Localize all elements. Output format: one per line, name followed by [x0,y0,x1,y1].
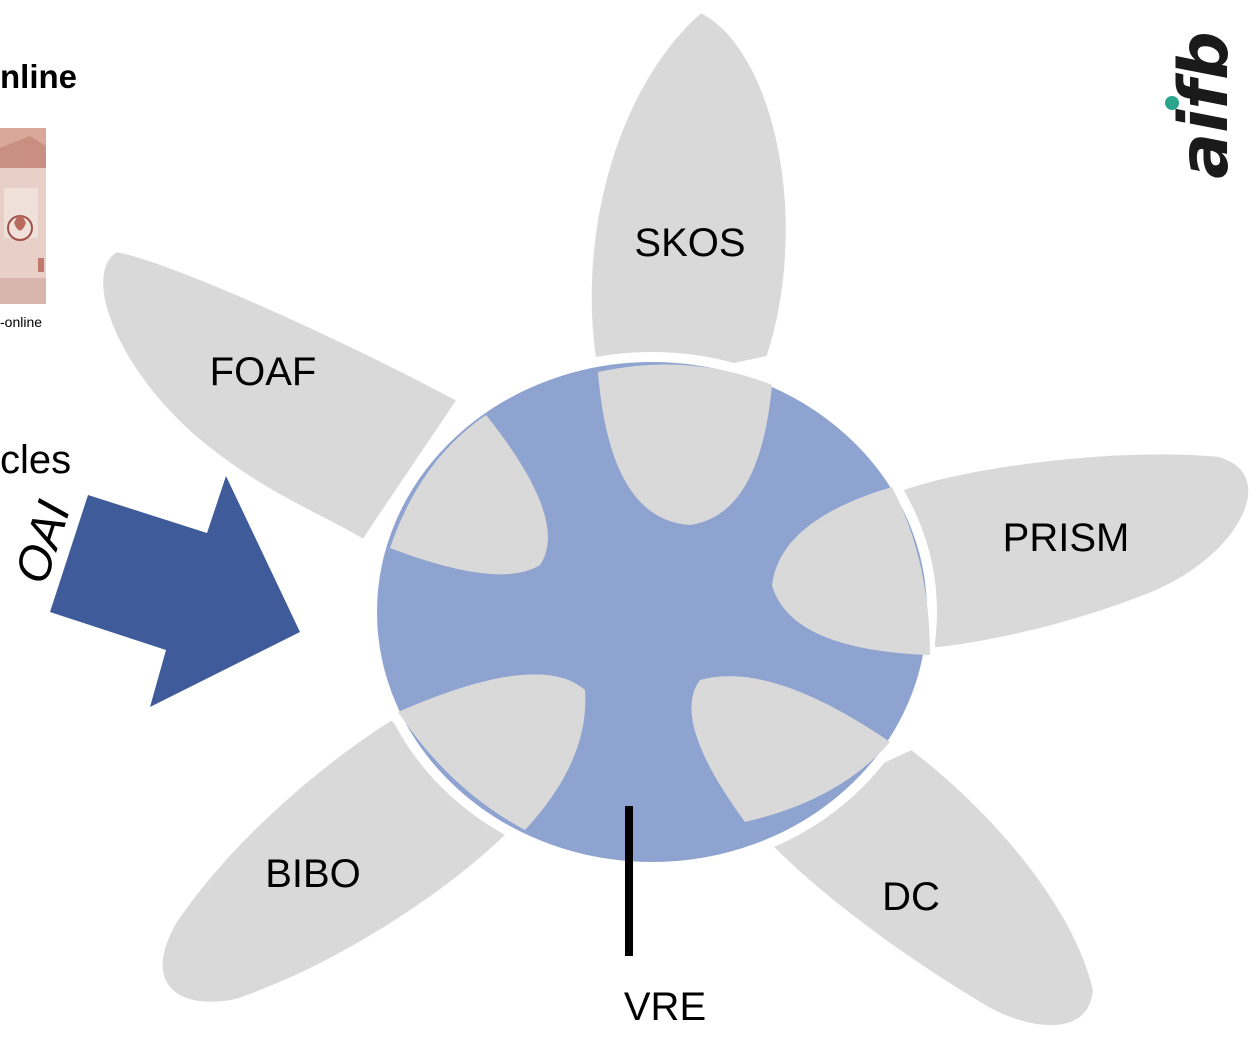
petal-label-dc: DC [882,875,940,919]
petal-label-skos: SKOS [634,221,745,265]
side-text: cles [0,438,72,482]
petal-label-bibo: BIBO [265,852,361,896]
aifb-logo-dot [1165,96,1179,110]
petal-prism-shape [885,440,1257,662]
petal-foaf-tip [390,415,548,575]
petal-prism-tip [772,487,930,655]
petal-skos-shape [577,0,800,407]
image-caption: -online [0,314,43,330]
petal-dc-tip [691,676,890,822]
petal-skos-tip [598,364,772,525]
oai-arrow [50,476,300,707]
petal-foaf-shape [89,238,473,555]
petal-bibo-tip [398,674,586,830]
vre-pointer-line [625,806,633,956]
book-cover-image [0,128,46,304]
aifb-logo: aifb [1165,31,1244,179]
petal-label-foaf: FOAF [210,350,317,394]
center-label-vre: VRE [624,985,706,1029]
petal-dc-shape [735,735,1107,1040]
slide-heading: nline [0,58,78,95]
petal-bibo-shape [148,705,527,1016]
petal-label-prism: PRISM [1003,516,1130,560]
